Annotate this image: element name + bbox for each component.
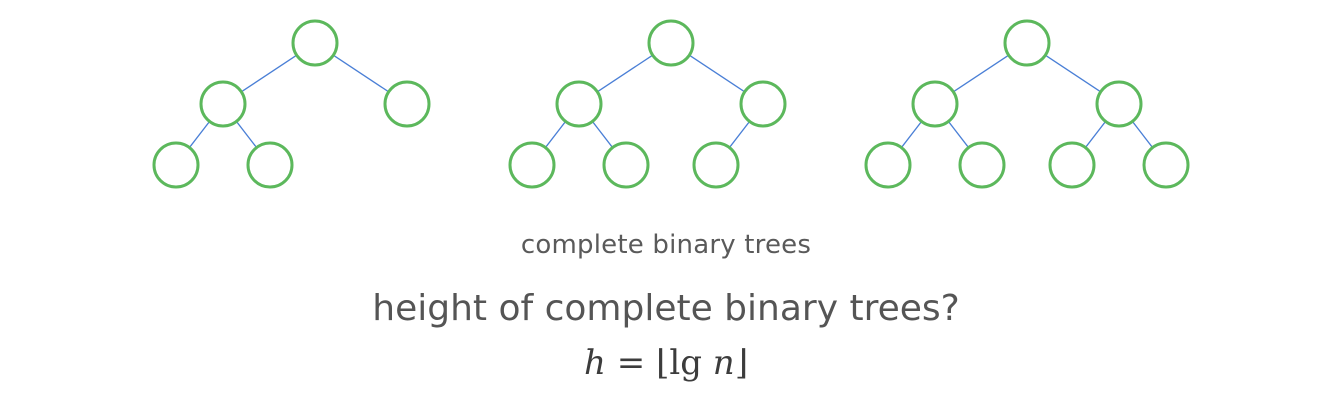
tree-2-edge-l2-2 xyxy=(728,121,751,148)
tree-2-node-l1-0 xyxy=(555,80,603,128)
tree-2-edge-l2-0 xyxy=(544,121,567,148)
tree-2-node-l2-1 xyxy=(602,141,650,189)
tree-3-node-l1-1 xyxy=(1095,80,1143,128)
tree-2-node-l2-0 xyxy=(508,141,556,189)
tree-3-node-l2-3 xyxy=(1142,141,1190,189)
diagram-caption: complete binary trees xyxy=(520,230,812,260)
formula-floor-open: ⌊ xyxy=(656,343,670,383)
tree-1-node-l1-0 xyxy=(199,80,247,128)
tree-3-edge-l1-1 xyxy=(1044,54,1102,93)
tree-2-node-l1-1 xyxy=(739,80,787,128)
formula-equals: = xyxy=(616,343,646,383)
formula-floor-close: ⌋ xyxy=(734,343,748,383)
tree-1-edge-l2-1 xyxy=(235,121,258,148)
tree-3-node-l0-0 xyxy=(1003,19,1051,67)
tree-3-edge-l1-0 xyxy=(952,54,1010,93)
tree-2-edge-l2-1 xyxy=(591,121,614,148)
height-formula: h = ⌊lg n⌋ xyxy=(0,343,1332,383)
tree-3-node-l2-2 xyxy=(1048,141,1096,189)
tree-3-edge-l2-0 xyxy=(900,121,923,148)
question-text: height of complete binary trees? xyxy=(372,288,960,329)
formula-lhs: h xyxy=(584,343,606,383)
tree-1-edge-l1-1 xyxy=(332,54,390,93)
tree-1-node-l2-0 xyxy=(152,141,200,189)
tree-3-node-l2-0 xyxy=(864,141,912,189)
formula-func: lg xyxy=(669,343,702,383)
tree-3-edge-l2-2 xyxy=(1084,121,1107,148)
tree-2-node-l0-0 xyxy=(647,19,695,67)
tree-3-edge-l2-3 xyxy=(1131,121,1154,148)
tree-1-node-l2-1 xyxy=(246,141,294,189)
tree-3-node-l1-0 xyxy=(911,80,959,128)
tree-2-edge-l1-1 xyxy=(688,54,746,93)
tree-1-node-l0-0 xyxy=(291,19,339,67)
complete-binary-trees-diagram xyxy=(152,19,1190,189)
tree-3-node-l2-1 xyxy=(958,141,1006,189)
tree-1-node-l1-1 xyxy=(383,80,431,128)
tree-2-node-l2-2 xyxy=(692,141,740,189)
tree-1-edge-l1-0 xyxy=(240,54,298,93)
tree-3-edge-l2-1 xyxy=(947,121,970,148)
tree-1-edge-l2-0 xyxy=(188,121,211,148)
formula-arg: n xyxy=(712,343,735,383)
tree-2-edge-l1-0 xyxy=(596,54,654,93)
